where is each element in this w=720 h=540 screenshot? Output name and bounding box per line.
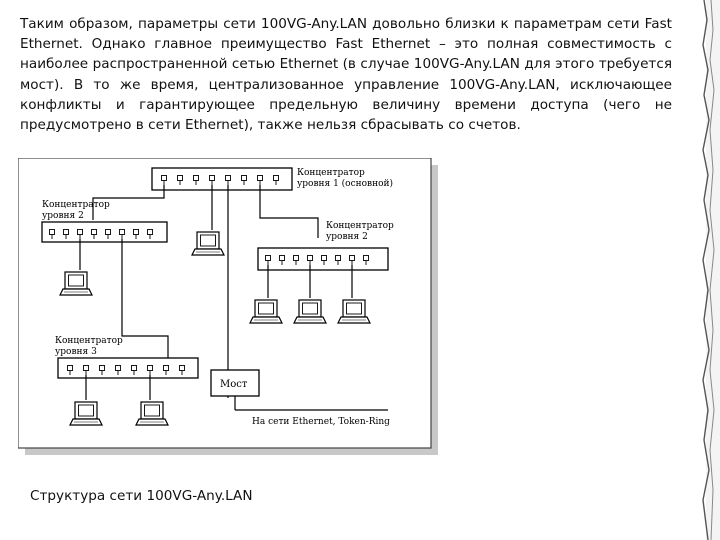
pc-top-center xyxy=(191,231,225,256)
hub-left-label-2: уровня 2 xyxy=(42,211,84,221)
hub-level1 xyxy=(151,167,293,191)
external-network-label: На сети Ethernet, Token-Ring xyxy=(252,417,390,427)
hub-level3-label-2: уровня 3 xyxy=(55,347,97,357)
hub-right-label-2: уровня 2 xyxy=(326,232,368,242)
external-network-line xyxy=(234,396,388,411)
pc-right-2 xyxy=(293,299,327,324)
body-paragraph: Таким образом, параметры сети 100VG-Any.… xyxy=(20,16,672,134)
pc-bottom-1 xyxy=(69,401,103,426)
hub-level3 xyxy=(57,357,199,379)
pc-right-3 xyxy=(337,299,371,324)
level1-links xyxy=(92,185,319,398)
hub-level1-label: Концентратор xyxy=(297,168,365,178)
bridge-label: Мост xyxy=(220,379,248,390)
torn-page-edge xyxy=(702,0,720,540)
hub-right-label: Концентратор xyxy=(326,221,394,231)
network-structure-diagram: Концентратор уровня 1 (основной) Концент… xyxy=(18,158,438,455)
pc-right-1 xyxy=(249,299,283,324)
hub-right-links xyxy=(267,265,353,298)
hub-left-links xyxy=(79,239,123,328)
hub-level3-links xyxy=(85,375,151,400)
hub-level3-label: Концентратор xyxy=(55,336,123,346)
hub-left-label: Концентратор xyxy=(42,200,110,210)
pc-left xyxy=(59,271,93,296)
figure-caption: Структура сети 100VG-Any.LAN xyxy=(30,488,253,504)
hub-level1-label-2: уровня 1 (основной) xyxy=(297,178,393,189)
pc-bottom-2 xyxy=(135,401,169,426)
hub-level3-link xyxy=(121,328,169,358)
